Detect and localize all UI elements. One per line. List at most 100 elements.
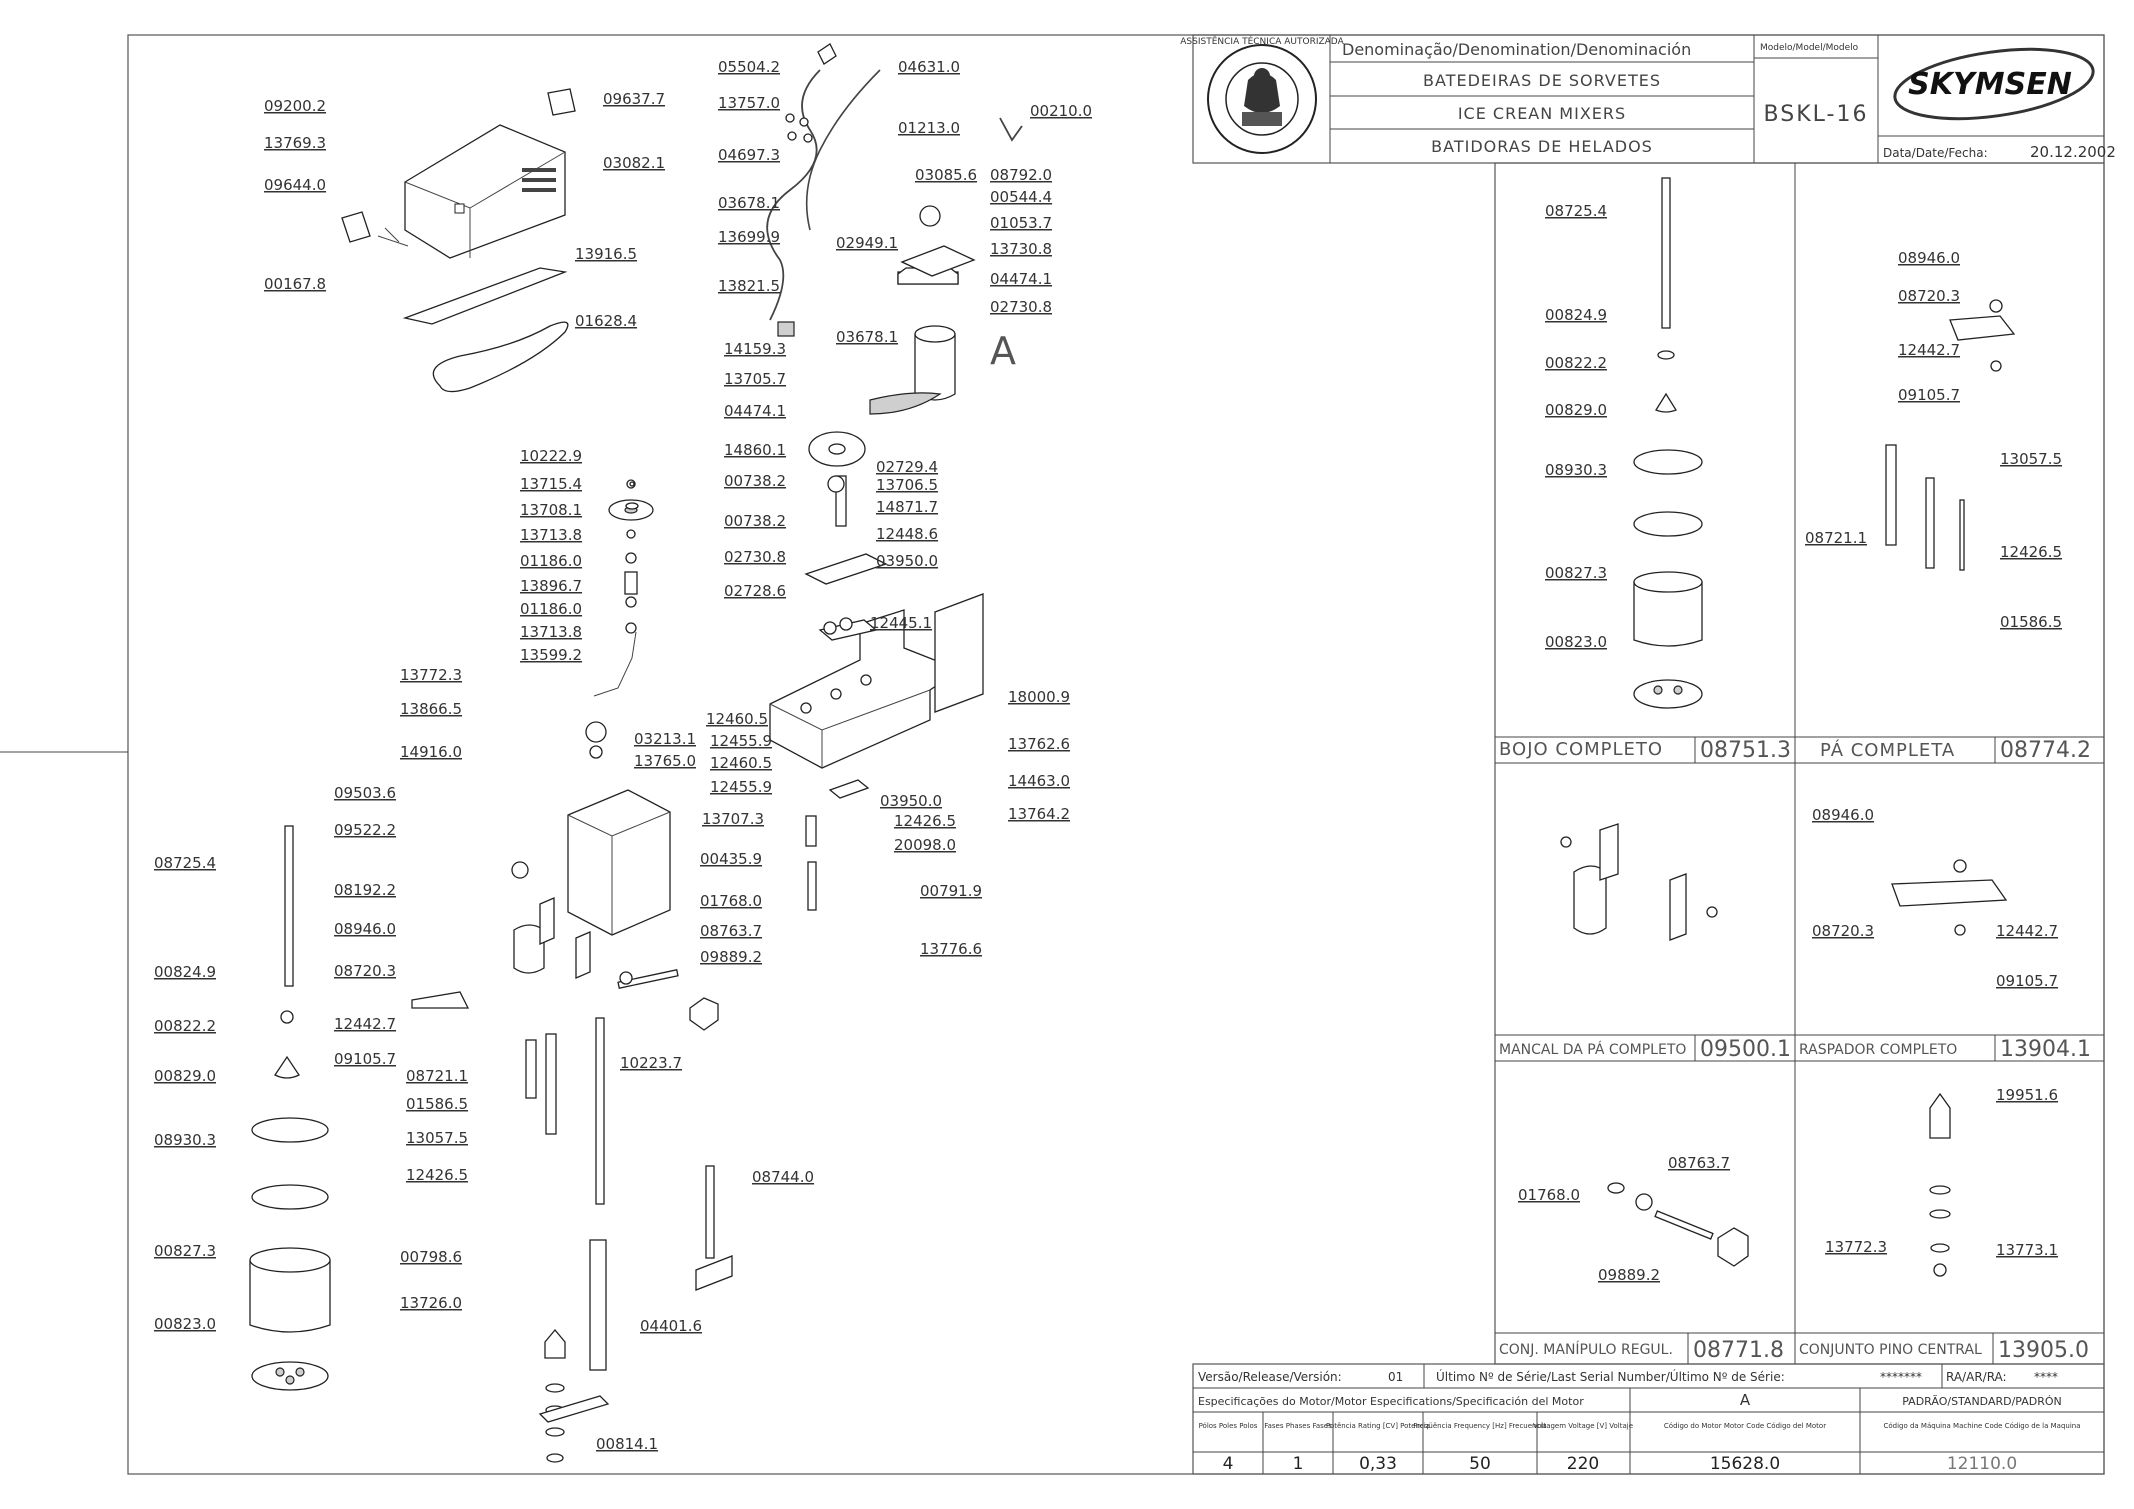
gasket bbox=[402, 267, 568, 325]
pin-panel-drawing bbox=[1929, 1092, 1951, 1277]
skymsen-logo: SKYMSEN bbox=[1893, 47, 2095, 121]
main-part-label: 00544.4 bbox=[990, 188, 1052, 206]
paddle-panel-drawing bbox=[1885, 299, 2016, 571]
bowl-code: 08751.3 bbox=[1700, 738, 1791, 763]
poles-value: 4 bbox=[1223, 1454, 1234, 1474]
main-part-label: 01628.4 bbox=[575, 312, 637, 330]
main-part-label: 00738.2 bbox=[724, 512, 786, 530]
main-part-label: 01186.0 bbox=[520, 552, 582, 570]
main-part-label: 12448.6 bbox=[876, 525, 938, 543]
main-part-label: 02949.1 bbox=[836, 234, 898, 252]
motor-spec-label: Especificações do Motor/Motor Especifica… bbox=[1198, 1395, 1584, 1408]
scraper-code: 13904.1 bbox=[2000, 1037, 2091, 1062]
main-part-label: 00210.0 bbox=[1030, 102, 1092, 120]
brand-name: SKYMSEN bbox=[1908, 67, 2072, 102]
col-voltage: Voltagem Voltage [V] Voltaje bbox=[1533, 1422, 1633, 1430]
col-frequency: Freqüência Frequency [Hz] Frecuencia bbox=[1413, 1422, 1546, 1430]
main-part-label: 08930.3 bbox=[154, 1131, 216, 1149]
main-part-label: 08721.1 bbox=[406, 1067, 468, 1085]
panel-part-labels: 08725.400824.900822.200829.008930.300827… bbox=[1518, 202, 2062, 1284]
main-part-label: 01053.7 bbox=[990, 214, 1052, 232]
main-part-label: 03950.0 bbox=[876, 552, 938, 570]
paddle-part-label: 09105.7 bbox=[1898, 386, 1960, 404]
bowl-lid bbox=[251, 1117, 329, 1143]
main-part-label: 00798.6 bbox=[400, 1248, 462, 1266]
scraper-part-label: 08946.0 bbox=[1812, 806, 1874, 824]
main-part-label: 14463.0 bbox=[1008, 772, 1070, 790]
main-part-label: 12460.5 bbox=[710, 754, 772, 772]
main-part-label: 03085.6 bbox=[915, 166, 977, 184]
main-part-label: 01186.0 bbox=[520, 600, 582, 618]
main-part-label: 13757.0 bbox=[718, 94, 780, 112]
scraper-part-label: 09105.7 bbox=[1996, 972, 2058, 990]
main-part-label: 09889.2 bbox=[700, 948, 762, 966]
name-en: ICE CREAN MIXERS bbox=[1458, 104, 1626, 123]
main-part-label: 08763.7 bbox=[700, 922, 762, 940]
motor-code-value: 15628.0 bbox=[1710, 1454, 1780, 1474]
main-part-label: 13769.3 bbox=[264, 134, 326, 152]
authorized-service-seal bbox=[1207, 44, 1317, 154]
paddle-bearing bbox=[513, 924, 545, 974]
main-part-label: 13057.5 bbox=[406, 1129, 468, 1147]
bowl-seal bbox=[251, 1184, 329, 1210]
bowl-part-label: 00829.0 bbox=[1545, 401, 1607, 419]
main-part-label: 00814.1 bbox=[596, 1435, 658, 1453]
date-label: Data/Date/Fecha: bbox=[1883, 146, 1988, 160]
pin-code: 13905.0 bbox=[1998, 1338, 2089, 1363]
main-part-label: 01768.0 bbox=[700, 892, 762, 910]
main-part-label: 08946.0 bbox=[334, 920, 396, 938]
serial-value: ******* bbox=[1880, 1370, 1922, 1384]
main-part-label: 13765.0 bbox=[634, 752, 696, 770]
main-part-label: 03213.1 bbox=[634, 730, 696, 748]
main-part-label: 13764.2 bbox=[1008, 805, 1070, 823]
model-number: BSKL-16 bbox=[1764, 102, 1869, 127]
main-part-label: 09200.2 bbox=[264, 97, 326, 115]
bowl-part-label: 08930.3 bbox=[1545, 461, 1607, 479]
main-part-label: 13713.8 bbox=[520, 526, 582, 544]
main-part-label: 13726.0 bbox=[400, 1294, 462, 1312]
motor-spec-block bbox=[1192, 1363, 2105, 1475]
main-part-label: 09637.7 bbox=[603, 90, 665, 108]
pin-caption: CONJUNTO PINO CENTRAL bbox=[1799, 1342, 1982, 1358]
col-motor-code: Código do Motor Motor Code Código del Mo… bbox=[1664, 1422, 1826, 1430]
handle-caption: CONJ. MANÍPULO REGUL. bbox=[1499, 1341, 1673, 1358]
model-header: Modelo/Model/Modelo bbox=[1760, 43, 1859, 53]
main-part-label: 04697.3 bbox=[718, 146, 780, 164]
main-part-label: 02730.8 bbox=[724, 548, 786, 566]
voltage-value: 220 bbox=[1567, 1454, 1599, 1474]
pin-part-label: 19951.6 bbox=[1996, 1086, 2058, 1104]
ra-value: **** bbox=[2034, 1370, 2058, 1384]
handle-knob bbox=[689, 997, 719, 1031]
scraper-panel-drawing bbox=[1891, 859, 2008, 936]
machine-code-value: 12110.0 bbox=[1947, 1454, 2017, 1474]
main-part-label: 00167.8 bbox=[264, 275, 326, 293]
main-part-label: 12426.5 bbox=[406, 1166, 468, 1184]
main-part-label: 12460.5 bbox=[706, 710, 768, 728]
agitator-shaft bbox=[284, 825, 294, 987]
bearing-bracket bbox=[804, 553, 888, 585]
col-power: Potência Rating [CV] Potencia bbox=[1326, 1422, 1430, 1430]
bearing-panel-drawing bbox=[1560, 823, 1718, 941]
main-part-label: 00823.0 bbox=[154, 1315, 216, 1333]
main-part-label: 03678.1 bbox=[836, 328, 898, 346]
main-part-label: 00829.0 bbox=[154, 1067, 216, 1085]
top-cover bbox=[341, 88, 576, 259]
bowl-part-label: 00827.3 bbox=[1545, 564, 1607, 582]
scraper-part-label: 08720.3 bbox=[1812, 922, 1874, 940]
main-part-label: 13708.1 bbox=[520, 501, 582, 519]
main-part-label: 09522.2 bbox=[334, 821, 396, 839]
main-part-label: 09105.7 bbox=[334, 1050, 396, 1068]
bearing-caption: MANCAL DA PÁ COMPLETO bbox=[1499, 1041, 1686, 1058]
main-part-label: 04474.1 bbox=[990, 270, 1052, 288]
main-part-label: 14871.7 bbox=[876, 498, 938, 516]
motor-letter-callout: A bbox=[990, 329, 1016, 373]
bowl-part-label: 08725.4 bbox=[1545, 202, 1607, 220]
main-part-label: 09503.6 bbox=[334, 784, 396, 802]
bowl-caption: BOJO COMPLETO bbox=[1499, 739, 1663, 760]
paddle-code: 08774.2 bbox=[2000, 738, 2091, 763]
handle-part-label: 01768.0 bbox=[1518, 1186, 1580, 1204]
paddle-part-label: 12442.7 bbox=[1898, 341, 1960, 359]
denomination-header: Denominação/Denomination/Denominación bbox=[1342, 40, 1691, 59]
main-part-label: 10223.7 bbox=[620, 1054, 682, 1072]
main-part-label: 20098.0 bbox=[894, 836, 956, 854]
